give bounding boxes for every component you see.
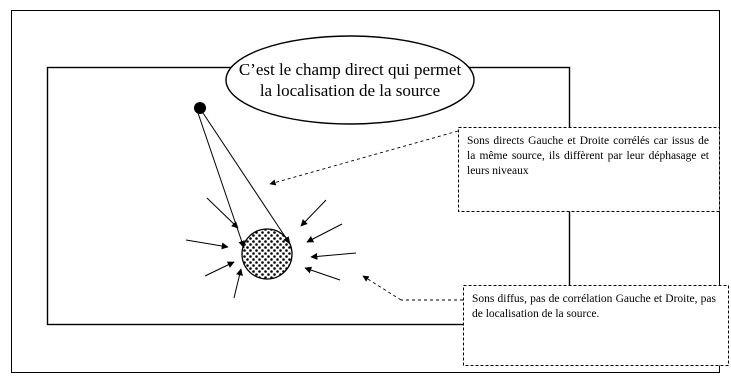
diffuse-arrow: [185, 239, 229, 250]
diffuse-arrow: [206, 197, 239, 229]
diffuse-arrow: [306, 223, 343, 243]
diffuse-arrow: [204, 261, 235, 277]
diffuse-arrows-left: [185, 197, 243, 299]
sound-source: [194, 102, 206, 114]
speech-bubble-text: C’est le champ direct qui permet la loca…: [238, 60, 462, 100]
callout-diffuse-box: [463, 285, 729, 366]
callout-direct-box: [458, 127, 720, 212]
diffuse-arrow: [233, 268, 243, 299]
callout-diffuse-pointer-diagonal: [362, 275, 402, 301]
listener-head: [241, 228, 293, 280]
diffuse-arrows-right: [300, 199, 357, 281]
speech-bubble-ellipse: [225, 35, 475, 125]
callout-diffuse-text: Sons diffus, pas de corrélation Gauche e…: [472, 293, 716, 320]
diffuse-arrow: [304, 266, 341, 281]
callout-direct-pointer: [269, 130, 459, 186]
diffuse-arrow: [300, 199, 327, 227]
direct-sound-right-line: [202, 112, 291, 245]
diffuse-arrow: [310, 252, 357, 260]
callout-direct-text: Sons directs Gauche et Droite corrélés c…: [467, 135, 709, 177]
